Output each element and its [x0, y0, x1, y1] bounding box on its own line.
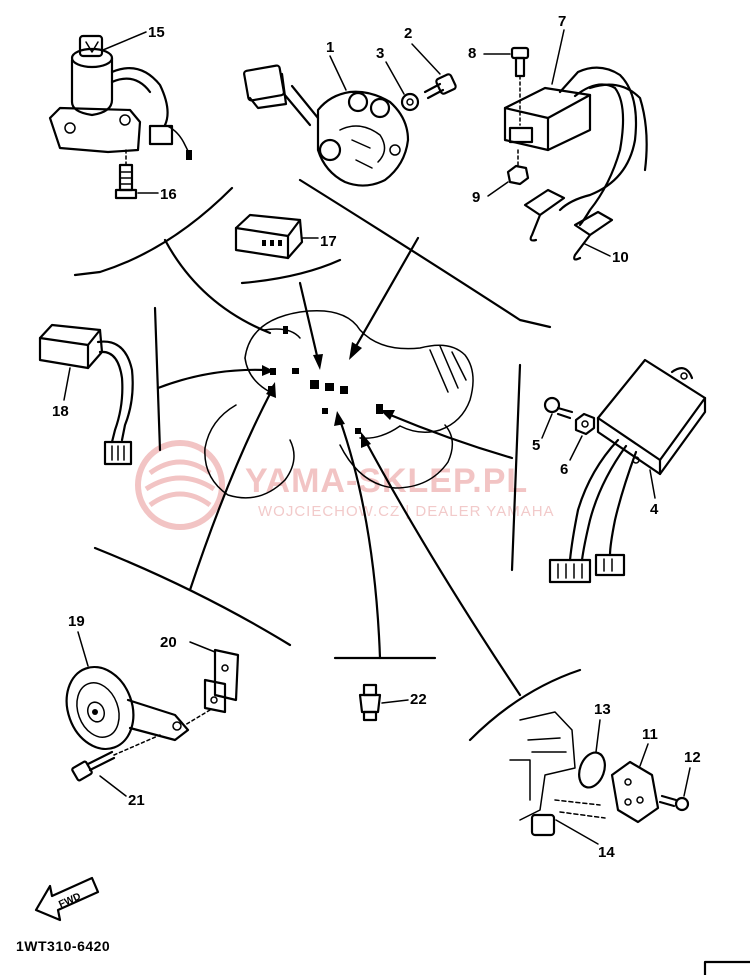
group-brackets	[73, 178, 582, 742]
part-bolt-2: 2	[404, 25, 457, 100]
label-part-9: 9	[472, 189, 480, 206]
label-part-1: 1	[326, 39, 334, 56]
label-part-3: 3	[376, 45, 384, 62]
part-washer-3: 3	[376, 45, 420, 112]
label-part-13: 13	[594, 701, 611, 718]
part-relay-18: 18	[38, 323, 134, 466]
part-oring-13: 13	[578, 701, 611, 789]
label-part-6: 6	[560, 461, 568, 478]
label-part-19: 19	[68, 613, 85, 630]
label-part-2: 2	[404, 25, 412, 42]
label-part-15: 15	[148, 24, 165, 41]
label-part-17: 17	[320, 233, 337, 250]
part-bolt-21: 21	[71, 734, 161, 809]
label-part-5: 5	[532, 437, 540, 454]
frame-outline	[204, 310, 474, 499]
part-screw-5: 5	[532, 396, 574, 454]
part-horn-bracket: 20	[160, 634, 240, 726]
label-part-21: 21	[128, 792, 145, 809]
label-part-12: 12	[684, 749, 701, 766]
part-horn: 19	[65, 613, 190, 751]
label-part-16: 16	[160, 186, 177, 203]
part-bolt-8: 8	[468, 45, 530, 126]
part-sensor-assembly: 14	[509, 711, 615, 861]
part-sensor-plate-11: 11	[610, 726, 660, 824]
part-ignition-coil: 7	[503, 13, 648, 261]
label-part-20: 20	[160, 634, 177, 651]
part-cdi-unit: 4	[548, 358, 707, 584]
label-part-7: 7	[558, 13, 566, 30]
part-neutral-switch: 22	[358, 683, 427, 722]
label-part-22: 22	[410, 691, 427, 708]
part-plug-cap-10: 10	[584, 243, 629, 266]
label-part-18: 18	[52, 403, 69, 420]
part-flasher-relay: 17	[234, 213, 337, 260]
part-screw-16: 16	[114, 149, 177, 203]
label-part-8: 8	[468, 45, 476, 62]
label-part-14: 14	[598, 844, 615, 861]
diagram-code: 1WT310-6420	[16, 938, 110, 954]
watermark-logo	[135, 440, 225, 530]
part-main-switch: 15	[48, 24, 192, 160]
corner-mark	[703, 960, 750, 975]
label-part-4: 4	[650, 501, 659, 518]
fwd-arrow-icon: FWD	[34, 876, 100, 922]
part-screw-12: 12	[658, 749, 701, 812]
fwd-label: FWD	[57, 891, 82, 910]
part-washer-6: 6	[560, 412, 596, 478]
label-part-11: 11	[642, 726, 658, 743]
part-relay-assembly: 1	[243, 39, 410, 187]
label-part-10: 10	[612, 249, 629, 266]
part-nut-9: 9	[472, 149, 530, 206]
